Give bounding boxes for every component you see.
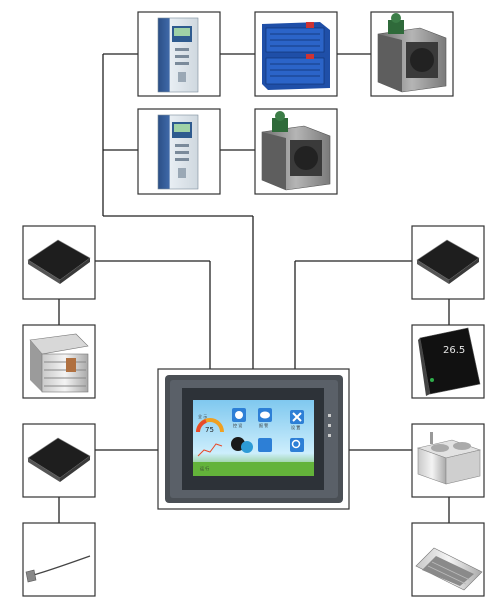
hmi-menu-label: 报 警 bbox=[259, 422, 268, 428]
centrifugal-fan-1 bbox=[370, 11, 454, 97]
thermostat-temperature-readout: 26.5 bbox=[443, 345, 465, 356]
controller-chip-left-top bbox=[22, 225, 96, 300]
frequency-inverter-2 bbox=[137, 108, 221, 195]
hmi-menu-label: 控 设 bbox=[233, 422, 242, 428]
temperature-sensor-probe bbox=[22, 522, 96, 597]
range-hood bbox=[411, 522, 485, 597]
air-damper bbox=[22, 324, 96, 399]
hmi-menu-label: 全 示 bbox=[198, 413, 207, 419]
hmi-touch-panel: 75 全 示 控 设 报 警 设 置 运 行 bbox=[157, 368, 350, 510]
hmi-gauge-value: 75 bbox=[205, 426, 214, 434]
frequency-inverter-1 bbox=[137, 11, 221, 97]
centrifugal-fan-2 bbox=[254, 108, 338, 195]
air-purifier-unit bbox=[254, 11, 338, 97]
controller-chip-right-top bbox=[411, 225, 485, 300]
wall-thermostat: 26.5 bbox=[411, 324, 485, 399]
hmi-info-icon bbox=[258, 438, 272, 452]
controller-chip-left-bottom bbox=[22, 423, 96, 498]
hmi-menu-label: 设 置 bbox=[291, 424, 300, 430]
connection-lines bbox=[58, 53, 450, 523]
commercial-stove bbox=[411, 423, 485, 498]
hmi-menu-label: 运 行 bbox=[200, 465, 209, 471]
